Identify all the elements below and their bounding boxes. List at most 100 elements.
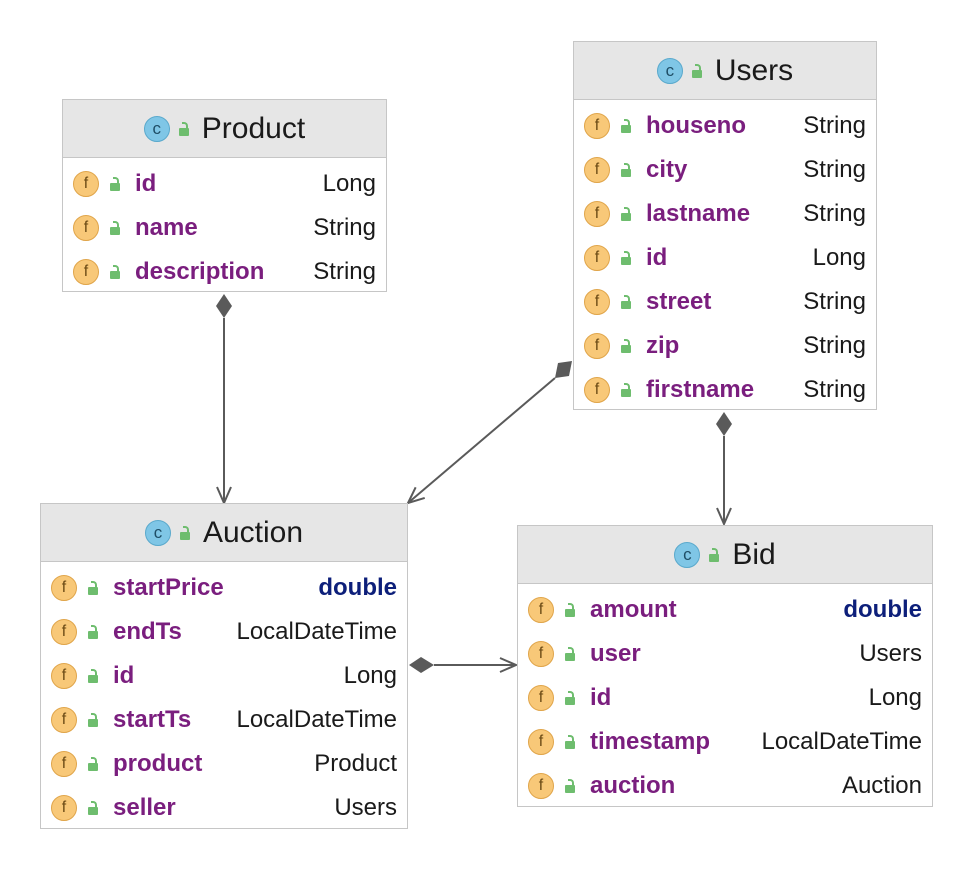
field-row[interactable]: f houseno String <box>574 104 876 148</box>
field-row[interactable]: f lastname String <box>574 192 876 236</box>
field-row[interactable]: f street String <box>574 280 876 324</box>
class-icon: c <box>144 519 171 546</box>
class-header: c Product <box>63 100 386 158</box>
field-row[interactable]: f amount double <box>518 588 932 632</box>
field-type: Long <box>343 662 397 689</box>
field-name: timestamp <box>590 728 711 755</box>
composition-diamond <box>216 294 232 318</box>
field-type: String <box>803 156 866 183</box>
field-icon: f <box>528 597 554 623</box>
field-row[interactable]: f seller Users <box>41 786 407 830</box>
field-type: Product <box>314 750 397 777</box>
field-name: name <box>135 214 198 241</box>
field-type: String <box>803 376 866 403</box>
field-type: Long <box>322 170 376 197</box>
field-type: Users <box>334 794 397 821</box>
class-product[interactable]: c Product f id Long f name String f desc… <box>62 99 387 292</box>
field-name: startTs <box>113 706 192 733</box>
field-row[interactable]: f id Long <box>63 162 386 206</box>
public-visibility-icon <box>620 119 632 133</box>
field-icon: f <box>73 171 99 197</box>
class-auction[interactable]: c Auction f startPrice double f endTs Lo… <box>40 503 408 829</box>
field-icon: f <box>584 333 610 359</box>
field-type: double <box>843 596 922 623</box>
public-visibility-icon <box>178 121 190 136</box>
public-visibility-icon <box>87 757 99 771</box>
field-icon: f <box>584 201 610 227</box>
field-row[interactable]: f timestamp LocalDateTime <box>518 720 932 764</box>
field-type: String <box>313 258 376 285</box>
public-visibility-icon <box>620 339 632 353</box>
public-visibility-icon <box>109 221 121 235</box>
public-visibility-icon <box>620 295 632 309</box>
field-type: Long <box>812 244 866 271</box>
field-type: double <box>318 574 397 601</box>
field-type: String <box>803 200 866 227</box>
class-bid[interactable]: c Bid f amount double f user Users f id … <box>517 525 933 807</box>
field-row[interactable]: f product Product <box>41 742 407 786</box>
field-row[interactable]: f auction Auction <box>518 764 932 808</box>
field-icon: f <box>584 289 610 315</box>
field-name: auction <box>590 772 676 799</box>
public-visibility-icon <box>564 603 576 617</box>
field-row[interactable]: f id Long <box>574 236 876 280</box>
class-name: Product <box>201 111 306 145</box>
field-name: id <box>590 684 612 711</box>
public-visibility-icon <box>109 177 121 191</box>
field-name: product <box>113 750 203 777</box>
composition-diamond <box>716 412 732 436</box>
field-icon: f <box>584 377 610 403</box>
field-icon: f <box>73 259 99 285</box>
field-name: houseno <box>646 112 746 139</box>
field-icon: f <box>51 751 77 777</box>
field-row[interactable]: f description String <box>63 250 386 294</box>
field-name: amount <box>590 596 677 623</box>
field-row[interactable]: f startTs LocalDateTime <box>41 698 407 742</box>
field-type: String <box>803 288 866 315</box>
field-row[interactable]: f city String <box>574 148 876 192</box>
edge-users-auction <box>408 361 572 503</box>
field-name: zip <box>646 332 680 359</box>
field-name: firstname <box>646 376 755 403</box>
public-visibility-icon <box>708 547 720 562</box>
public-visibility-icon <box>87 581 99 595</box>
field-icon: f <box>51 575 77 601</box>
composition-diamond <box>409 657 434 673</box>
field-icon: f <box>51 663 77 689</box>
class-users[interactable]: c Users f houseno String f city String f… <box>573 41 877 410</box>
field-row[interactable]: f name String <box>63 206 386 250</box>
field-icon: f <box>51 707 77 733</box>
public-visibility-icon <box>620 383 632 397</box>
public-visibility-icon <box>87 625 99 639</box>
class-name: Bid <box>732 537 776 571</box>
field-name: id <box>646 244 668 271</box>
class-icon: c <box>656 57 683 84</box>
field-name: street <box>646 288 712 315</box>
public-visibility-icon <box>564 691 576 705</box>
field-row[interactable]: f endTs LocalDateTime <box>41 610 407 654</box>
field-icon: f <box>73 215 99 241</box>
field-type: LocalDateTime <box>761 728 922 755</box>
public-visibility-icon <box>564 779 576 793</box>
field-row[interactable]: f id Long <box>41 654 407 698</box>
field-name: city <box>646 156 688 183</box>
field-row[interactable]: f user Users <box>518 632 932 676</box>
field-name: lastname <box>646 200 751 227</box>
field-type: Users <box>859 640 922 667</box>
field-icon: f <box>528 773 554 799</box>
field-type: String <box>313 214 376 241</box>
class-header: c Users <box>574 42 876 100</box>
class-name: Auction <box>202 515 304 549</box>
field-icon: f <box>528 685 554 711</box>
field-row[interactable]: f startPrice double <box>41 566 407 610</box>
field-name: user <box>590 640 641 667</box>
field-row[interactable]: f firstname String <box>574 368 876 412</box>
class-name: Users <box>714 53 794 87</box>
field-type: String <box>803 332 866 359</box>
class-header: c Bid <box>518 526 932 584</box>
field-row[interactable]: f id Long <box>518 676 932 720</box>
field-row[interactable]: f zip String <box>574 324 876 368</box>
field-icon: f <box>528 729 554 755</box>
field-icon: f <box>584 113 610 139</box>
